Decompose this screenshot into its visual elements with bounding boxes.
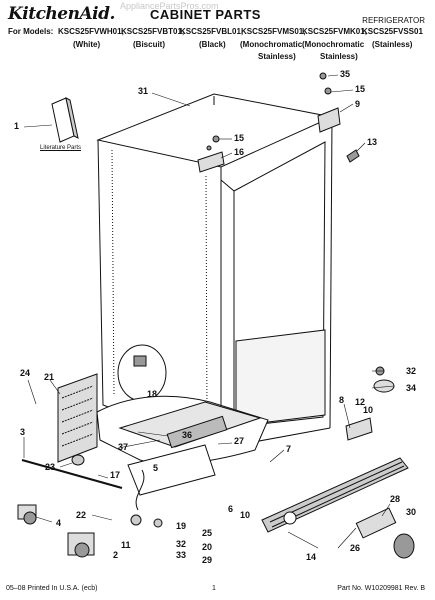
callout-14: 14	[306, 552, 317, 562]
model-color: (Black)	[199, 40, 226, 49]
model-color: Stainless)	[320, 52, 358, 61]
callout-27: 27	[234, 436, 245, 446]
callout-7: 7	[286, 444, 292, 454]
center-hinge	[197, 151, 225, 173]
callout-10b: 10	[240, 510, 251, 520]
literature-parts-label: Literature Parts	[40, 145, 82, 151]
callout-1: 1	[14, 121, 20, 131]
toe-grille	[261, 457, 409, 533]
model-color: (Monochromatic	[240, 40, 303, 49]
models-prefix: For Models:	[8, 27, 54, 36]
callout-37: 37	[118, 442, 129, 452]
model-color: (Biscuit)	[133, 40, 165, 49]
model-color: (Monochromatic	[302, 40, 365, 49]
callout-34: 34	[406, 383, 417, 393]
model-code: KSCS25FVBL01,	[180, 27, 244, 36]
appliance-type: REFRIGERATOR	[362, 16, 425, 25]
print-info: 05–08 Printed In U.S.A. (ecb)	[6, 585, 98, 592]
callout-23: 23	[45, 462, 56, 472]
callout-16: 16	[234, 147, 245, 157]
model-code: KSCS25FVMK01,	[302, 27, 367, 36]
callout-15b: 15	[234, 133, 245, 143]
part-number: Part No. W10209981 Rev. B	[337, 585, 425, 592]
callout-29: 29	[202, 555, 213, 565]
rod	[21, 459, 123, 489]
callout-25: 25	[202, 528, 213, 538]
front-roller	[67, 532, 95, 558]
callout-35: 35	[340, 69, 351, 79]
callout-4: 4	[56, 518, 62, 528]
cabinet-shell	[96, 93, 334, 449]
callout-17: 17	[110, 470, 121, 480]
callout-11: 11	[121, 540, 131, 550]
hinge-cover	[346, 149, 360, 163]
model-color: Stainless)	[258, 52, 296, 61]
roller-assembly	[17, 504, 37, 525]
callout-3: 3	[20, 427, 26, 437]
callout-6: 6	[228, 504, 234, 514]
model-color: (Stainless)	[372, 40, 413, 49]
model-color: (White)	[73, 40, 101, 49]
callout-21: 21	[44, 372, 55, 382]
callout-8: 8	[339, 395, 345, 405]
page-number: 1	[212, 585, 216, 592]
callout-19: 19	[176, 521, 187, 531]
model-code: KSCS25FVWH01,	[58, 27, 124, 36]
brand-logo: KitchenAid.	[8, 4, 115, 24]
base-pan	[96, 395, 269, 528]
callout-36: 36	[182, 430, 193, 440]
model-code: KSCS25FVSS01	[362, 27, 423, 36]
leveling-roller-right	[355, 507, 415, 559]
watermark: AppliancePartsPros.com	[120, 1, 219, 11]
callout-24: 24	[20, 368, 31, 378]
callout-33: 33	[176, 550, 187, 560]
callout-22: 22	[76, 510, 87, 520]
top-hinge	[317, 72, 341, 133]
model-code: KSCS25FVMS01,	[241, 27, 306, 36]
callout-32: 32	[406, 366, 417, 376]
model-code: KSCS25FVBT01,	[121, 27, 185, 36]
detail-circle	[117, 344, 167, 402]
callout-18: 18	[147, 389, 158, 399]
callout-10: 10	[363, 405, 374, 415]
callout-32b: 32	[176, 539, 187, 549]
callout-9: 9	[355, 99, 361, 109]
callout-12: 12	[355, 397, 366, 407]
callout-31: 31	[138, 86, 149, 96]
callout-2: 2	[113, 550, 119, 560]
callout-5: 5	[153, 463, 159, 473]
callout-20: 20	[202, 542, 213, 552]
callout-28: 28	[390, 494, 401, 504]
callout-26: 26	[350, 543, 361, 553]
control-housing	[57, 373, 98, 463]
callout-15: 15	[355, 84, 366, 94]
page-title: CABINET PARTS	[150, 7, 261, 22]
callout-30: 30	[406, 507, 417, 517]
callout-13: 13	[367, 137, 378, 147]
